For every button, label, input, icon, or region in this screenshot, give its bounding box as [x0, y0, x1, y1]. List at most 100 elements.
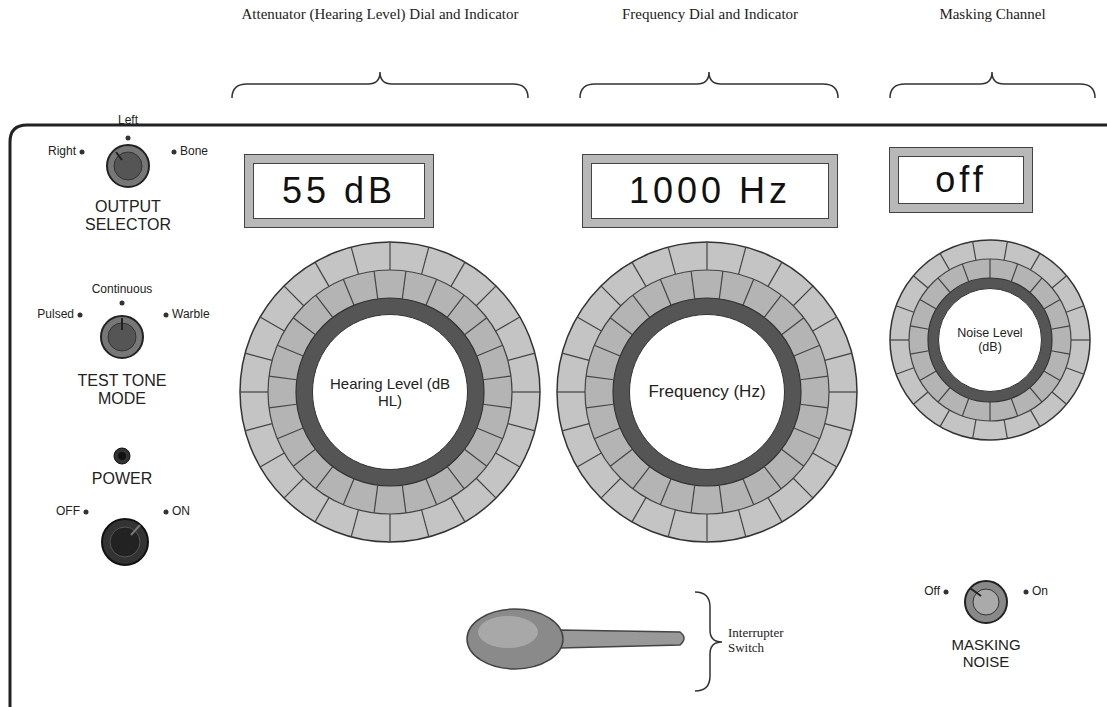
dial-segment [277, 345, 303, 356]
dial-segment [577, 453, 601, 467]
dial-segment [277, 428, 303, 439]
dial-segment [351, 510, 358, 537]
dial-segment [1011, 264, 1017, 282]
switch-position: OFF [36, 505, 80, 519]
dial-segment [938, 387, 950, 402]
display-readout: 1000 Hz [629, 170, 791, 212]
frequency-display: 1000 Hz [583, 155, 837, 227]
dial-segment [476, 478, 496, 498]
dial-segment [465, 318, 487, 335]
dial-segment [633, 467, 650, 489]
dial-segment [1066, 368, 1084, 374]
dial-segment [739, 247, 746, 274]
dial-segment [1044, 371, 1060, 381]
dial-segment [316, 295, 333, 317]
dial-segment [557, 391, 585, 392]
dial-segment [269, 404, 297, 408]
dial-segment [782, 318, 804, 335]
dial-segment [284, 286, 304, 306]
dial-segment [633, 295, 650, 317]
dial-segment [800, 404, 828, 408]
dial-segment [1031, 410, 1041, 426]
switch-position: Pulsed [14, 308, 74, 322]
dial-segment [601, 478, 621, 498]
dial-ring [240, 242, 540, 542]
dial-segment [973, 242, 976, 261]
dial-segment [940, 253, 950, 269]
dial-segment [1044, 300, 1060, 310]
dial-segment [632, 262, 646, 286]
switch-position: Off [900, 585, 940, 599]
dial-segment [910, 351, 929, 354]
dial-segment [477, 345, 503, 356]
dial-segment [1051, 326, 1070, 329]
dial-segment [938, 278, 950, 293]
dial-segment [577, 317, 601, 331]
dial-segment [668, 510, 675, 537]
dial-segment [989, 402, 990, 421]
dial-segment [743, 279, 754, 305]
dial-ring [613, 298, 801, 486]
dial-segment [632, 498, 646, 522]
dial-segment [825, 353, 852, 360]
dial-segment [1071, 339, 1090, 340]
dial-segment [483, 376, 511, 380]
dial-ring [557, 242, 857, 542]
dial-segment [465, 449, 487, 466]
dial-segment [1052, 276, 1067, 288]
dial-segment [586, 404, 614, 408]
frequency-dial: Frequency (Hz) [629, 314, 785, 470]
dial-segment [594, 345, 620, 356]
dial-segment [586, 376, 614, 380]
dial-segment [706, 242, 707, 270]
dial-segment [1066, 306, 1084, 312]
power-knob [102, 519, 148, 565]
dial-segment [315, 498, 329, 522]
dial-segment [989, 259, 990, 278]
dial-segment [269, 376, 297, 380]
dial-segment [293, 449, 315, 466]
dial-segment [447, 467, 464, 489]
dial-segment [794, 428, 820, 439]
header-braces [232, 72, 1095, 691]
dial-segment [825, 424, 852, 431]
dial-segment [1004, 242, 1007, 261]
dial-segment [343, 279, 354, 305]
control-name: TEST TONE MODE [62, 372, 182, 409]
dial-segment [402, 271, 406, 299]
switch-position: Right [20, 145, 76, 159]
dial-segment [374, 271, 378, 299]
switch-position: Bone [180, 145, 230, 159]
dial-segment [343, 479, 354, 505]
dial-segment [389, 242, 390, 270]
dial-segment [562, 424, 589, 431]
dial-segment [764, 467, 781, 489]
dial-segment [402, 485, 406, 513]
dial-segment [374, 485, 378, 513]
dial-segment [1030, 278, 1042, 293]
dial-segment [601, 286, 621, 306]
dial-segment [508, 424, 535, 431]
dial-segment [829, 391, 857, 392]
dial-segment [768, 262, 782, 286]
display-readout: off [935, 159, 986, 201]
dial-ring [928, 278, 1052, 402]
dial-segment [476, 286, 496, 306]
dial-segment [962, 398, 968, 416]
part-label: Interrupter Switch [728, 626, 828, 656]
dial-segment [782, 449, 804, 466]
masking-switch-knob [965, 581, 1007, 623]
dial-segment [793, 478, 813, 498]
dial-segment [940, 410, 950, 426]
dial-segment [389, 514, 390, 542]
dial-segment [293, 318, 315, 335]
section-heading: Masking Channel [905, 6, 1080, 23]
dial-segment [260, 453, 284, 467]
dial-ring [909, 259, 1071, 421]
switch-position: On [1032, 585, 1072, 599]
hearing-level-dial: Hearing Level (dB HL) [312, 314, 468, 470]
dial-ring [890, 240, 1090, 440]
dial-segment [668, 247, 675, 274]
dial-segment [562, 353, 589, 360]
dial-segment [496, 317, 520, 331]
